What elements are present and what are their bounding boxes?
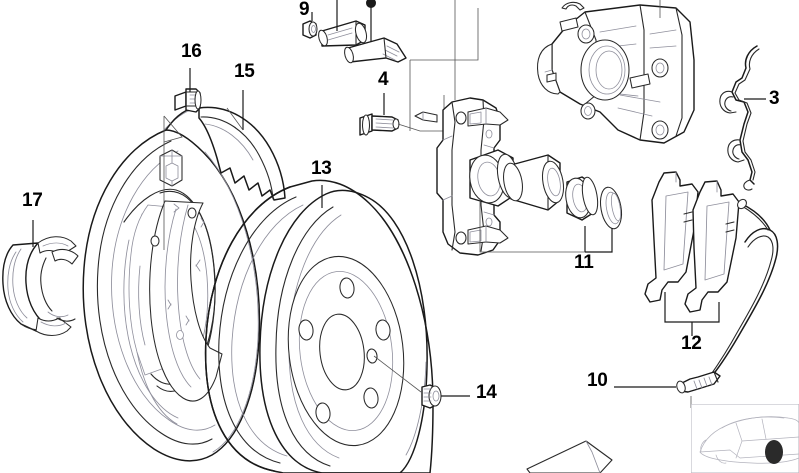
callout-3[interactable]: 3: [769, 88, 780, 109]
leader-11-c: [479, 200, 585, 253]
callout-10[interactable]: 10: [587, 370, 608, 391]
leader-4-pointer: [397, 123, 445, 132]
part-guide-bush-cap: [302, 20, 318, 39]
callout-11[interactable]: 11: [574, 252, 594, 273]
part-brake-disc-splash-shield: [82, 106, 286, 462]
part-caliper-carrier: [414, 97, 509, 256]
leader-15-tip: [226, 107, 244, 131]
vehicle-location-inset: [691, 404, 799, 473]
callout-12[interactable]: 12: [681, 333, 702, 354]
part-brake-pad-set: [644, 171, 740, 313]
part-caliper-guide-bolt: [359, 113, 400, 136]
leader-11-b: [585, 228, 613, 253]
callout-4[interactable]: 4: [378, 69, 389, 90]
callout-16[interactable]: 16: [181, 41, 202, 62]
part-brake-disc-rotor: [204, 179, 434, 473]
part-caliper-piston-seal-kit: [469, 149, 623, 230]
part-brake-caliper-housing: [537, 4, 695, 144]
part-guide-pin: [344, 37, 407, 64]
part-disc-retaining-screw: [421, 384, 442, 409]
part-bottom-shim: [526, 440, 613, 473]
aux-leader-b: [410, 8, 479, 61]
part-brake-pad-wear-sensor: [676, 198, 779, 394]
callout-17[interactable]: 17: [22, 190, 43, 211]
part-backing-plate-bolt: [174, 88, 202, 113]
leader-16-pointer: [163, 115, 183, 250]
callout-9[interactable]: 9: [299, 0, 310, 20]
callout-15[interactable]: 15: [234, 61, 255, 82]
callout-13[interactable]: 13: [311, 158, 332, 179]
part-small-clip: [561, 1, 585, 11]
leader-14-pointer: [373, 355, 422, 393]
part-guide-sleeve: [318, 20, 368, 47]
callout-14[interactable]: 14: [476, 382, 497, 403]
part-retaining-spring: [719, 45, 760, 191]
part-parking-brake-shoe: [2, 236, 79, 337]
